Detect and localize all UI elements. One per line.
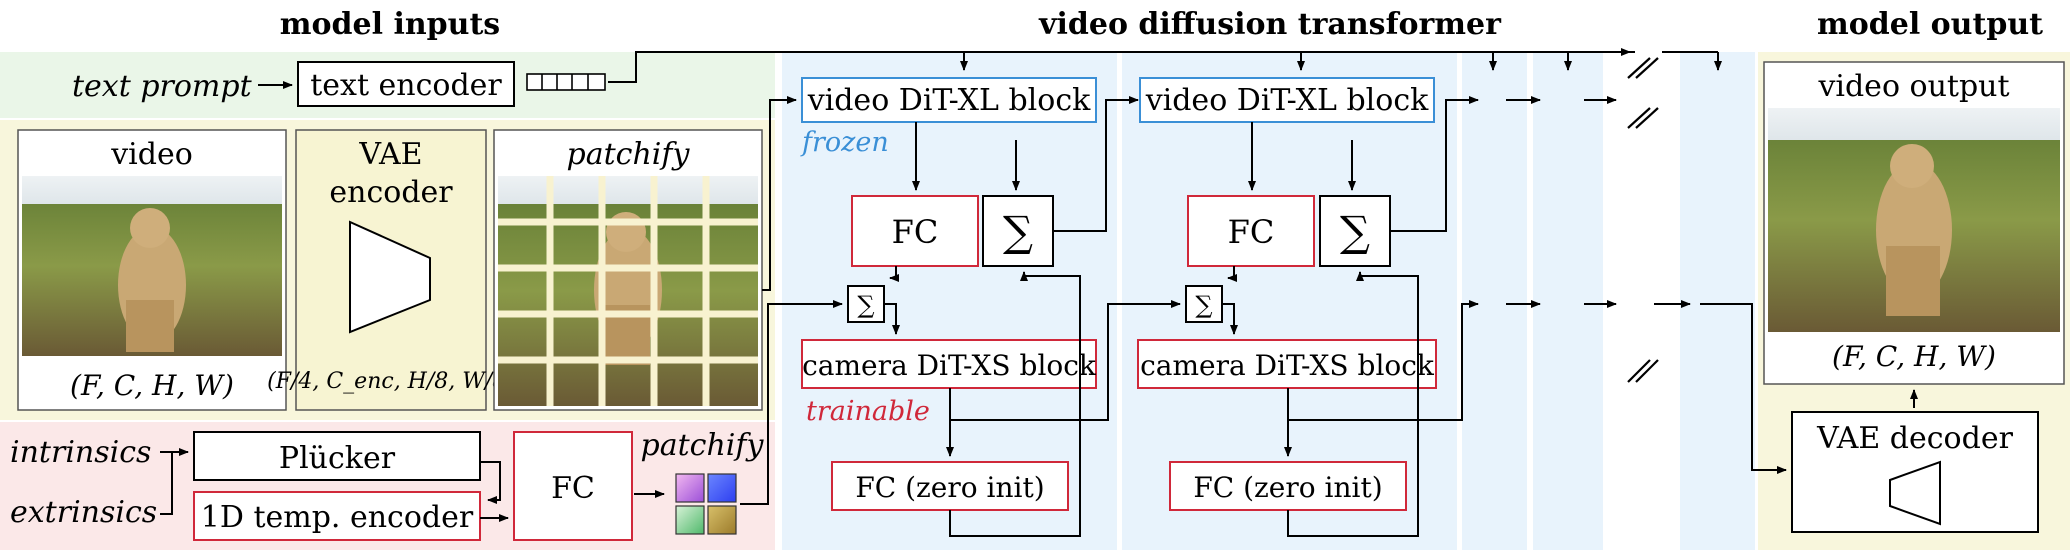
transformer-column-5: [1680, 52, 1755, 550]
text-token-icon: [526, 73, 606, 91]
text-encoder-box: [297, 61, 515, 107]
patchified-lion-image: [498, 176, 758, 406]
plucker-label: Plücker: [279, 441, 396, 476]
video-dit-block-2: [1139, 77, 1435, 123]
trainable-label: trainable: [806, 396, 930, 427]
frozen-label: frozen: [800, 127, 889, 158]
text-conditioning-bus: [608, 48, 1722, 83]
extrinsics-label: extrinsics: [10, 495, 157, 530]
header-video-diffusion-transformer: video diffusion transformer: [1038, 7, 1502, 42]
fc-box-1: [851, 195, 979, 267]
camera-fc-box: [513, 431, 633, 541]
vae-encoder-label-2: encoder: [329, 175, 453, 210]
fc-box-1-label: FC: [892, 213, 939, 251]
dit-2-connectors: [1222, 96, 1479, 537]
transformer-column-3: [1462, 52, 1527, 550]
patchify-camera-label: patchify: [641, 428, 765, 463]
video-output-label: video output: [1817, 69, 2009, 104]
sum-box-1: [982, 195, 1054, 267]
video-shape-label: (F, C, H, W): [70, 369, 234, 402]
small-sum-1-label: ∑: [857, 291, 874, 319]
intrinsics-label: intrinsics: [10, 435, 151, 470]
camera-patches-connector: [740, 300, 843, 505]
sum-box-2-label: ∑: [1340, 207, 1370, 256]
small-sum-2: [1185, 285, 1223, 323]
fc-box-2-label: FC: [1228, 213, 1275, 251]
plucker-to-temporal-arrow: [480, 461, 501, 504]
small-sum-2-label: ∑: [1195, 291, 1212, 319]
camera-fc-label: FC: [551, 471, 595, 506]
vae-encoder-label-1: VAE: [358, 137, 422, 172]
sum-box-1-label: ∑: [1003, 207, 1033, 256]
patchify-to-dit-connector: [762, 96, 797, 291]
camera-patch-grid-icon: [675, 473, 737, 535]
fc-zero-init-2-label: FC (zero init): [1193, 471, 1382, 504]
dit-1-connectors: [884, 96, 1181, 537]
header-model-inputs: model inputs: [280, 7, 500, 42]
video-label: video: [110, 137, 193, 172]
header-model-output: model output: [1817, 7, 2043, 42]
fc-zero-init-1: [831, 461, 1069, 511]
video-dit-block-2-label: video DiT-XL block: [1145, 83, 1429, 118]
video-dit-block-1: [801, 77, 1097, 123]
temporal-encoder-box: [193, 491, 481, 541]
camera-dit-block-2: [1137, 339, 1437, 389]
patchify-video-label: patchify: [567, 137, 691, 172]
camera-dit-block-1: [801, 339, 1097, 389]
extrinsics-arrow: [160, 451, 188, 515]
text-prompt-label: text prompt: [72, 69, 253, 104]
output-lion-image: [1768, 108, 2060, 332]
vae-decoder-label: VAE decoder: [1816, 421, 2014, 456]
continuation-arrows: [1506, 96, 1787, 474]
lion-image: [22, 176, 282, 356]
camera-dit-block-2-label: camera DiT-XS block: [1140, 349, 1435, 382]
vae-decoder-trapezoid-icon: [1889, 460, 1941, 526]
camera-dit-block-1-label: camera DiT-XS block: [802, 349, 1097, 382]
skip-break-marks: [1627, 57, 1659, 383]
text-encoder-label: text encoder: [310, 68, 502, 103]
fc-zero-init-1-label: FC (zero init): [855, 471, 1044, 504]
vae-encoder-trapezoid-icon: [349, 220, 431, 334]
output-shape-label: (F, C, H, W): [1832, 340, 1996, 373]
plucker-box: [193, 431, 481, 481]
latent-shape-label: (F/4, C_enc, H/8, W/8): [267, 369, 515, 394]
temporal-encoder-label: 1D temp. encoder: [201, 500, 474, 535]
sum-box-2: [1319, 195, 1391, 267]
transformer-column-4: [1533, 52, 1603, 550]
fc-box-2: [1187, 195, 1315, 267]
small-sum-1: [847, 285, 885, 323]
video-dit-block-1-label: video DiT-XL block: [807, 83, 1091, 118]
